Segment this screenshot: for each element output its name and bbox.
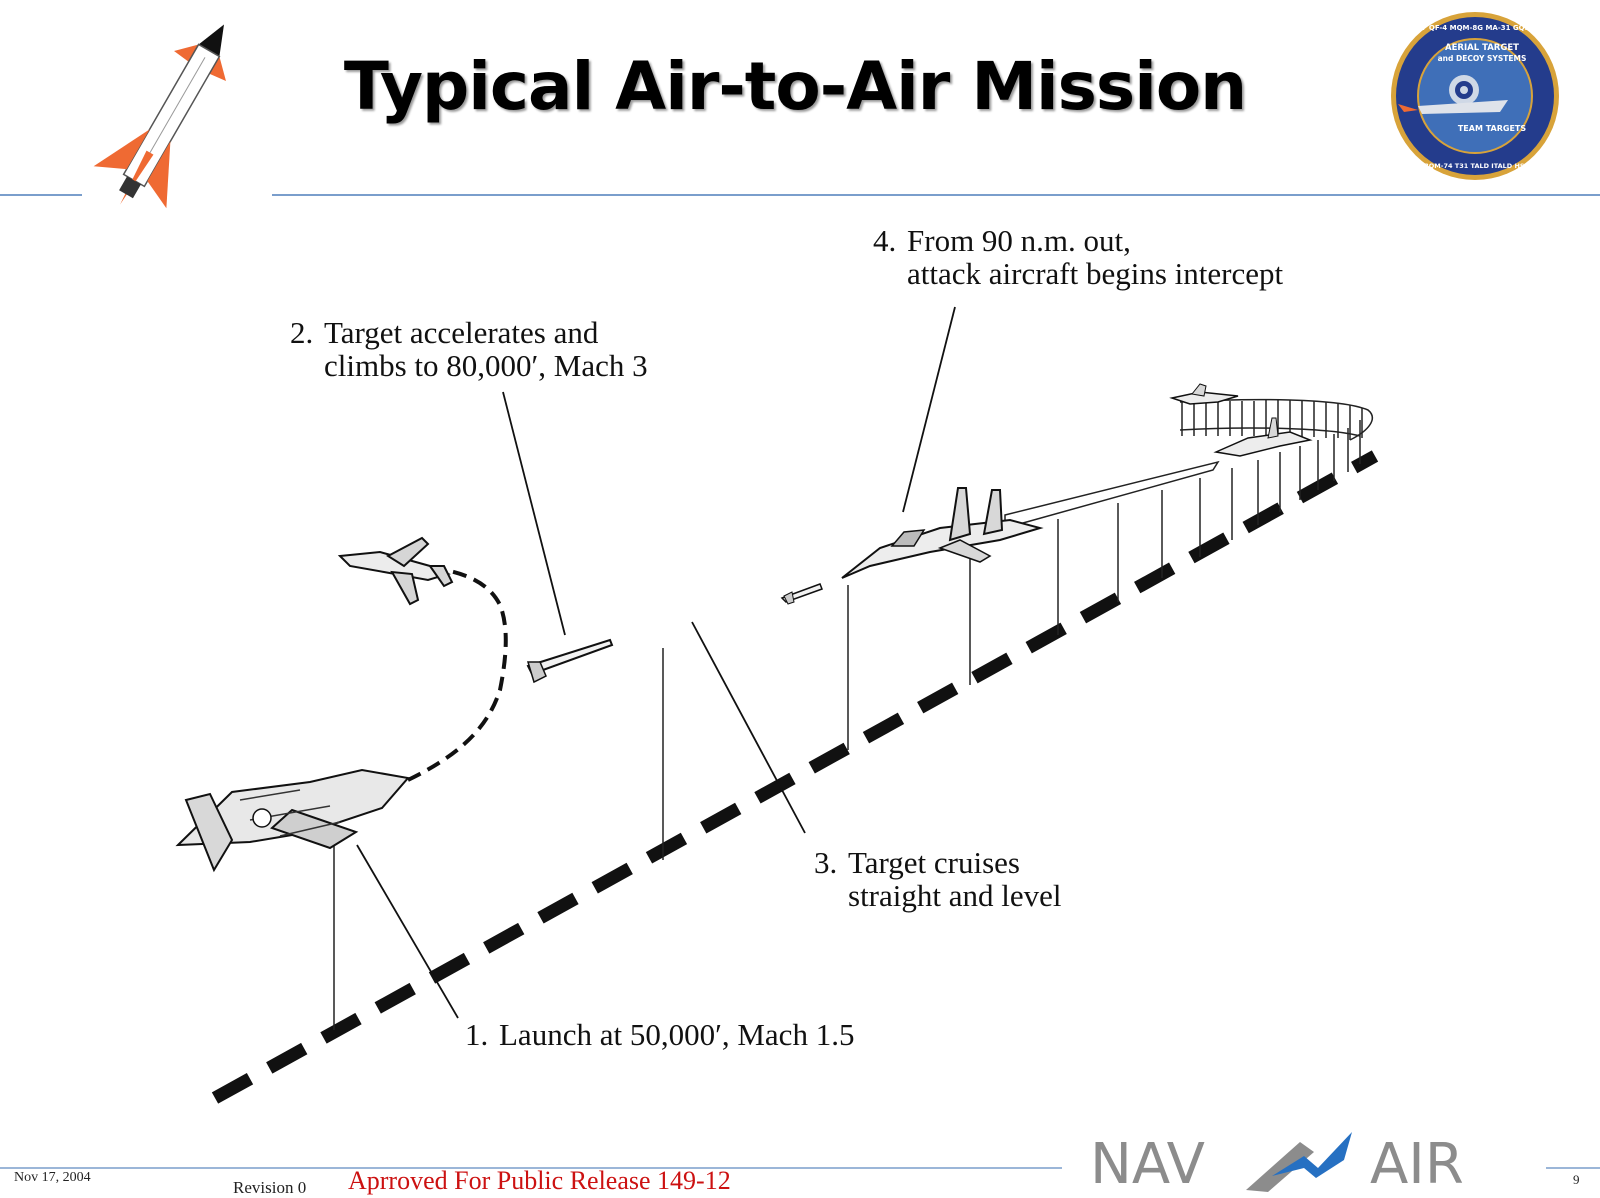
footer-revision: Revision 0 bbox=[233, 1178, 307, 1197]
target-missile-icon bbox=[526, 638, 614, 684]
step-4-number: 4. bbox=[873, 223, 897, 258]
distant-aircraft-icon bbox=[1169, 383, 1239, 405]
step-3-line1: Target cruises bbox=[848, 845, 1020, 880]
launch-climb-path bbox=[407, 568, 508, 782]
attack-fighter-icon bbox=[841, 487, 1044, 579]
seal-center-line2: and DECOY SYSTEMS bbox=[1438, 54, 1527, 63]
step-4-callout: 4. From 90 n.m. out, attack aircraft begi… bbox=[873, 224, 1283, 290]
footer-date: Nov 17, 2004 bbox=[14, 1170, 91, 1185]
turn-curtain bbox=[1179, 398, 1373, 441]
step-1-text: Launch at 50,000′, Mach 1.5 bbox=[499, 1017, 855, 1052]
flight-path-ribbon bbox=[1004, 460, 1220, 529]
step-2-callout: 2. Target accelerates and climbs to 80,00… bbox=[290, 316, 648, 382]
carrier-aircraft-icon bbox=[175, 768, 410, 873]
slide-title: Typical Air-to-Air Mission bbox=[343, 48, 1247, 125]
target-drone-rocket-icon bbox=[93, 24, 226, 209]
footer-page-number: 9 bbox=[1573, 1172, 1580, 1187]
ground-track bbox=[211, 450, 1379, 1104]
target-aircraft-icon bbox=[337, 536, 454, 606]
step-2-line1: Target accelerates and bbox=[324, 315, 599, 350]
navair-wordmark: NAV AIR bbox=[1090, 1132, 1510, 1197]
step-2-line2: climbs to 80,000′, Mach 3 bbox=[324, 348, 648, 383]
distant-fighter-icon bbox=[1213, 417, 1313, 457]
altitude-drop-lines bbox=[333, 420, 1361, 1030]
navair-wordmark-right: AIR bbox=[1370, 1132, 1464, 1197]
aerial-target-seal-icon: AQM-37 QF-4 MQM-8G MA-31 GQM-163A AERIAL… bbox=[1391, 12, 1559, 180]
step-1-number: 1. bbox=[465, 1017, 489, 1052]
step-4-line2: attack aircraft begins intercept bbox=[907, 256, 1284, 291]
step-2-number: 2. bbox=[290, 315, 314, 350]
seal-center-line3: TEAM TARGETS bbox=[1458, 124, 1527, 133]
step-1-callout: 1. Launch at 50,000′, Mach 1.5 bbox=[465, 1018, 854, 1051]
navair-wordmark-left: NAV bbox=[1090, 1132, 1205, 1197]
step-3-line2: straight and level bbox=[848, 878, 1062, 913]
seal-center-line1: AERIAL TARGET bbox=[1445, 43, 1519, 53]
interceptor-missile-icon bbox=[780, 583, 823, 605]
footer-release-statement: Aprroved For Public Release 149-12 bbox=[348, 1166, 731, 1195]
step-4-line1: From 90 n.m. out, bbox=[907, 223, 1131, 258]
step-3-number: 3. bbox=[814, 845, 838, 880]
navair-logo-icon bbox=[1246, 1132, 1352, 1192]
callout-leader-lines bbox=[356, 306, 956, 1019]
seal-top-arc: AQM-37 QF-4 MQM-8G MA-31 GQM-163A bbox=[1395, 24, 1555, 32]
step-3-callout: 3. Target cruises straight and level bbox=[814, 846, 1062, 912]
seal-bottom-arc: BQM-34 BQM-74 T31 TALD ITALD HSTC TA/AS bbox=[1393, 162, 1558, 170]
